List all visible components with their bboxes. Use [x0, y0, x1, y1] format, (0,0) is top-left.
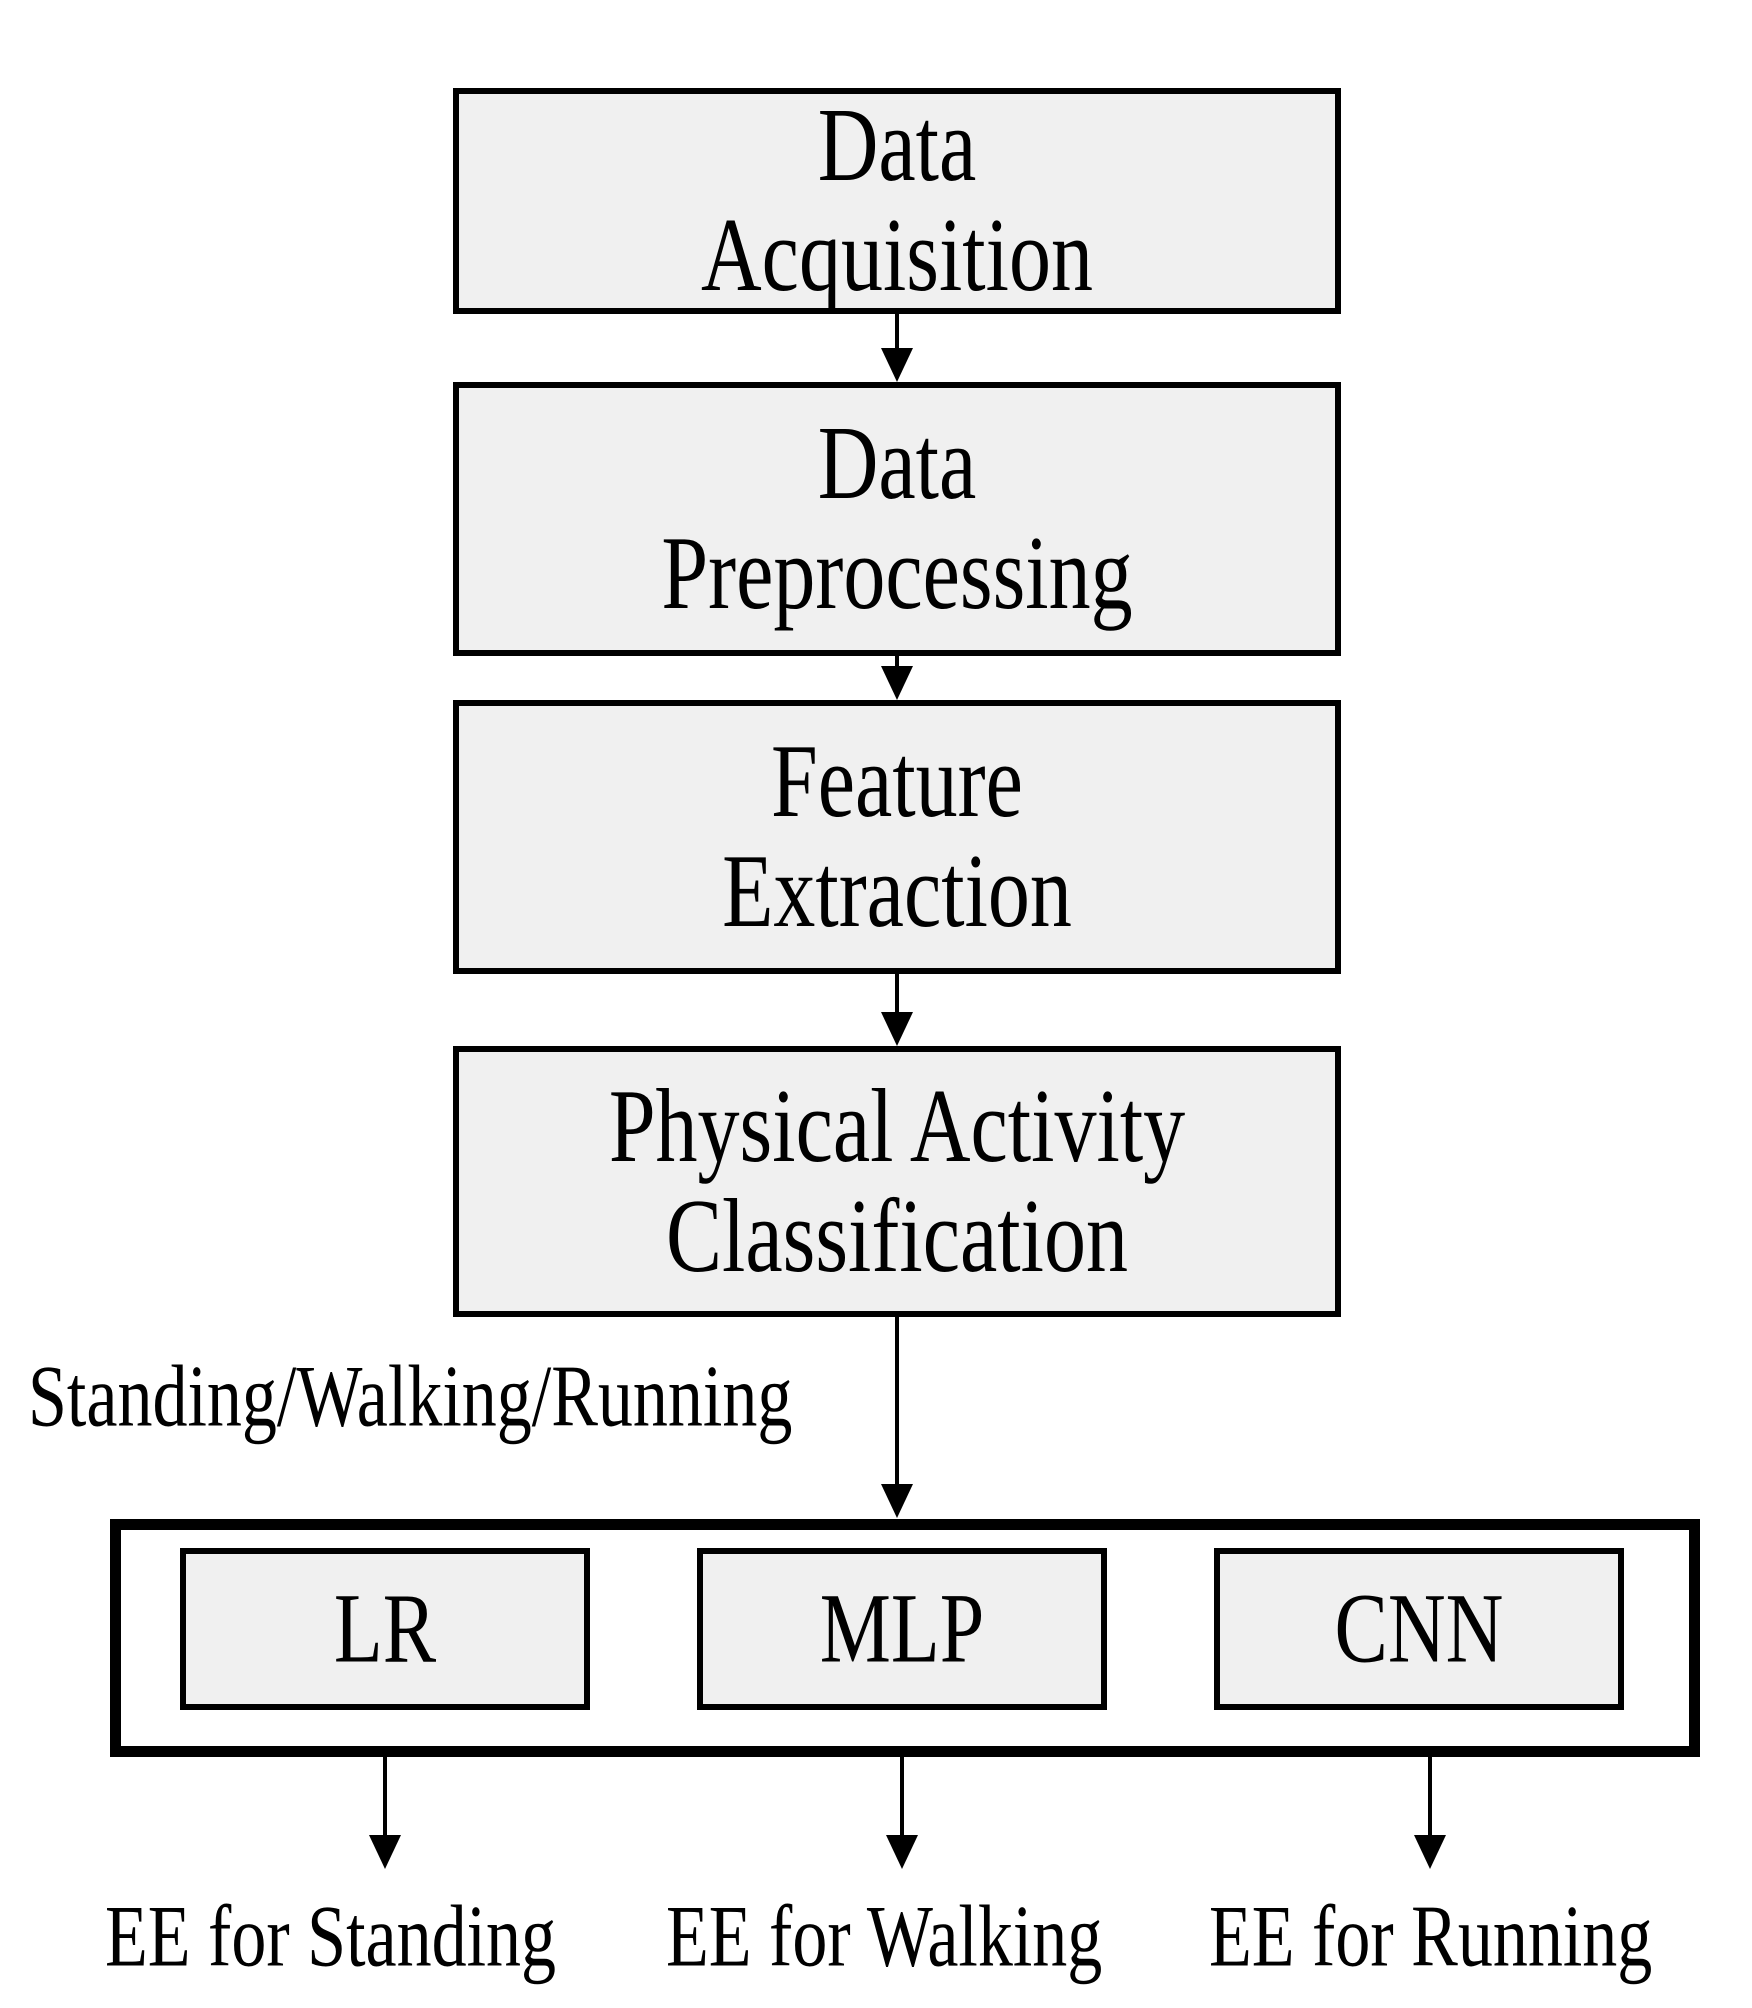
arrow-shaft [895, 974, 899, 1012]
flow-box-label-line: Extraction [722, 833, 1072, 950]
arrowhead-down-icon [886, 1835, 918, 1869]
output-label-walking: EE for Walking [666, 1889, 1103, 1986]
arrow-shaft [383, 1757, 387, 1835]
flow-box-data-preprocessing: Data Preprocessing [453, 382, 1341, 656]
connector-arrow-2 [881, 656, 913, 700]
connector-arrow-4 [881, 1317, 913, 1518]
flow-box-label-line: Classification [666, 1177, 1128, 1294]
flow-box-data-acquisition: Data Acquisition [453, 88, 1341, 314]
model-box-label: LR [333, 1573, 437, 1684]
arrow-shaft [900, 1757, 904, 1835]
flow-box-label-line: Data [817, 87, 977, 204]
arrow-shaft [895, 314, 899, 348]
model-box-label: CNN [1334, 1573, 1504, 1684]
connector-arrow-3 [881, 974, 913, 1046]
output-label-running: EE for Running [1209, 1889, 1653, 1986]
arrowhead-down-icon [881, 666, 913, 700]
arrow-shaft [895, 1317, 899, 1484]
arrowhead-down-icon [881, 1012, 913, 1046]
model-box-lr: LR [180, 1548, 590, 1710]
model-box-label: MLP [819, 1573, 985, 1684]
output-label-standing: EE for Standing [105, 1889, 557, 1986]
arrowhead-down-icon [881, 348, 913, 382]
flow-box-label: Data Acquisition [701, 87, 1093, 314]
flow-box-label: Feature Extraction [722, 723, 1072, 950]
arrowhead-down-icon [881, 1484, 913, 1518]
output-arrow-walking [886, 1757, 918, 1869]
flow-box-feature-extraction: Feature Extraction [453, 700, 1341, 974]
model-box-cnn: CNN [1214, 1548, 1624, 1710]
flow-box-label-line: Physical Activity [608, 1067, 1186, 1184]
output-arrow-standing [369, 1757, 401, 1869]
output-arrow-running [1414, 1757, 1446, 1869]
arrowhead-down-icon [369, 1835, 401, 1869]
flow-box-label: Physical Activity Classification [608, 1067, 1186, 1294]
branch-annotation-label: Standing/Walking/Running [28, 1349, 793, 1446]
flow-box-label: Data Preprocessing [661, 405, 1133, 632]
flow-box-label-line: Data [817, 405, 977, 522]
flow-box-label-line: Acquisition [701, 197, 1093, 314]
connector-arrow-1 [881, 314, 913, 382]
arrow-shaft [895, 656, 899, 666]
flow-box-label-line: Preprocessing [661, 515, 1133, 632]
arrowhead-down-icon [1414, 1835, 1446, 1869]
flow-box-label-line: Feature [771, 723, 1023, 840]
arrow-shaft [1428, 1757, 1432, 1835]
flow-box-physical-activity-classification: Physical Activity Classification [453, 1046, 1341, 1317]
model-box-mlp: MLP [697, 1548, 1107, 1710]
